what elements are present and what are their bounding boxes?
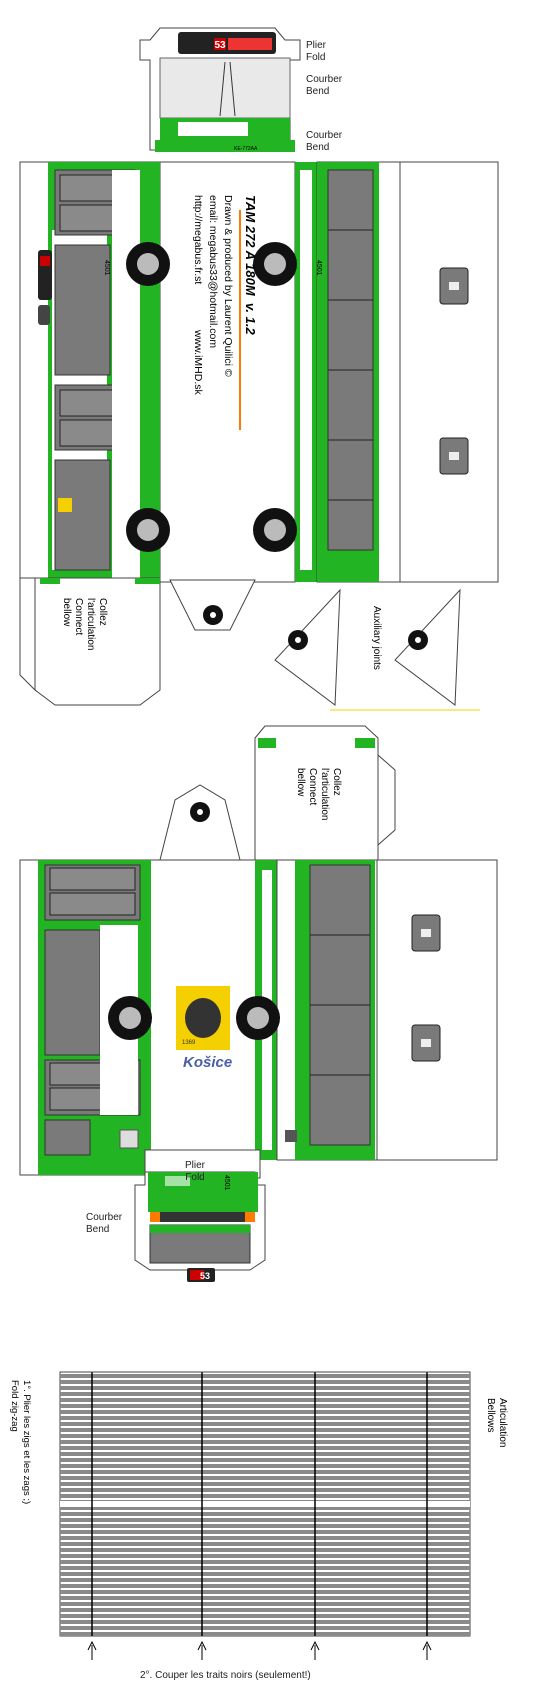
bellow-fold-stripe <box>60 1404 470 1408</box>
bellow-fold-stripe <box>60 1476 470 1480</box>
fleet-number-2: 4501 <box>315 260 322 276</box>
section1-left-side <box>19 161 161 583</box>
courber-bend-label-3: Courber Bend <box>86 1212 123 1235</box>
model-title: TAM 272 A 180M v. 1.2 <box>243 195 258 335</box>
rear-route-number: 53 <box>200 1271 210 1281</box>
bellow-fold-stripe <box>60 1590 470 1594</box>
bellow-fold-stripe <box>60 1554 470 1558</box>
bellow-fold-stripe <box>60 1470 470 1474</box>
bellows-instruction-cut: 2°. Couper les traits noirs (seulement!) <box>140 1670 311 1681</box>
bellow-fold-stripe <box>60 1572 470 1576</box>
bellow-fold-stripe <box>60 1626 470 1630</box>
bellow-fold-stripe <box>60 1464 470 1468</box>
bellow-fold-stripe <box>60 1398 470 1402</box>
bellow-fold-stripe <box>60 1386 470 1390</box>
bellow-fold-stripe <box>60 1410 470 1414</box>
bellow-fold-stripe <box>60 1422 470 1426</box>
plier-fold-label-2: Plier Fold <box>185 1160 206 1183</box>
bellow-fold-stripe <box>60 1620 470 1624</box>
bellow-fold-stripe <box>60 1566 470 1570</box>
credit-line-email: email: megabus33@hotmail.com <box>207 195 219 349</box>
bellow-fold-stripe <box>60 1452 470 1456</box>
bellow-fold-stripe <box>60 1548 470 1552</box>
auxiliary-joints-label: Auxiliary joints <box>371 606 382 670</box>
rear-cap: 53 <box>134 1171 266 1282</box>
fleet-number-1: 4501 <box>103 260 110 276</box>
bellow-fold-stripe <box>60 1434 470 1438</box>
plate: KE-772AA <box>234 146 258 152</box>
credit-line-website: http://megabus.fr.st <box>192 195 204 285</box>
bellow-fold-stripe <box>60 1578 470 1582</box>
bellow-fold-stripe <box>60 1416 470 1420</box>
bellow-fold-stripe <box>60 1488 470 1492</box>
section2-connect-flap <box>159 725 396 861</box>
bellows-instruction-fold: 1°. Plier les zigs et les zags ;) <box>21 1380 32 1505</box>
bellows-title: Articulation Bellows <box>485 1398 508 1448</box>
bellows-instruction-fold-en: Fold zig-zag <box>9 1380 20 1432</box>
bellow-fold-stripe <box>60 1458 470 1462</box>
collez-label-2: Collez l'articulation Connect bellow <box>295 768 342 821</box>
bellow-fold-stripe <box>60 1530 470 1534</box>
bellow-fold-stripe <box>60 1518 470 1522</box>
cut-arrow <box>87 1640 97 1660</box>
bellow-fold-stripe <box>60 1392 470 1396</box>
bellow-fold-stripe <box>60 1614 470 1618</box>
courber-bend-label-1: Courber Bend <box>306 74 343 97</box>
collez-label-1: Collez l'articulation Connect bellow <box>61 598 108 651</box>
articulation-bellows <box>59 1371 471 1660</box>
bellow-fold-stripe <box>60 1506 470 1510</box>
kosice-crest-year: 1369 <box>182 1040 196 1046</box>
section1-right-side <box>316 161 499 583</box>
credit-line-website-2: www.iMHD.sk <box>192 330 204 395</box>
bellow-fold-stripe <box>60 1512 470 1516</box>
bellow-fold-stripe <box>60 1602 470 1606</box>
cut-arrow <box>310 1640 320 1660</box>
bellow-fold-stripe <box>60 1440 470 1444</box>
bellow-fold-stripe <box>60 1536 470 1540</box>
bellow-fold-stripe <box>60 1380 470 1384</box>
cut-arrow <box>422 1640 432 1660</box>
bellow-fold-stripe <box>60 1482 470 1486</box>
bellow-fold-stripe <box>60 1542 470 1546</box>
bellow-fold-stripe <box>60 1632 470 1636</box>
courber-bend-label-2: Courber Bend <box>306 130 343 153</box>
bellow-fold-stripe <box>60 1584 470 1588</box>
front-route-number: 53 <box>214 40 226 51</box>
kosice-logo-text: Košice <box>183 1054 233 1071</box>
credit-line-author: Drawn & produced by Laurent Quilici © <box>222 195 234 377</box>
fleet-number-3: 4501 <box>223 1175 230 1191</box>
section2-right-side <box>276 859 498 1161</box>
bellow-fold-stripe <box>60 1374 470 1378</box>
bellow-fold-stripe <box>60 1560 470 1564</box>
bellow-fold-stripe <box>60 1446 470 1450</box>
plier-fold-label-1: Plier Fold <box>306 40 327 63</box>
section1-glue-tabs <box>19 577 480 711</box>
bellow-fold-stripe <box>60 1608 470 1612</box>
bellow-fold-stripe <box>60 1596 470 1600</box>
section2-wheels <box>108 996 280 1040</box>
bellow-fold-stripe <box>60 1428 470 1432</box>
bellow-fold-stripe <box>60 1494 470 1498</box>
section1-wheels <box>126 242 297 552</box>
cut-arrow <box>197 1640 207 1660</box>
bellow-fold-stripe <box>60 1524 470 1528</box>
front-roof-cap: 53 <box>139 27 301 152</box>
